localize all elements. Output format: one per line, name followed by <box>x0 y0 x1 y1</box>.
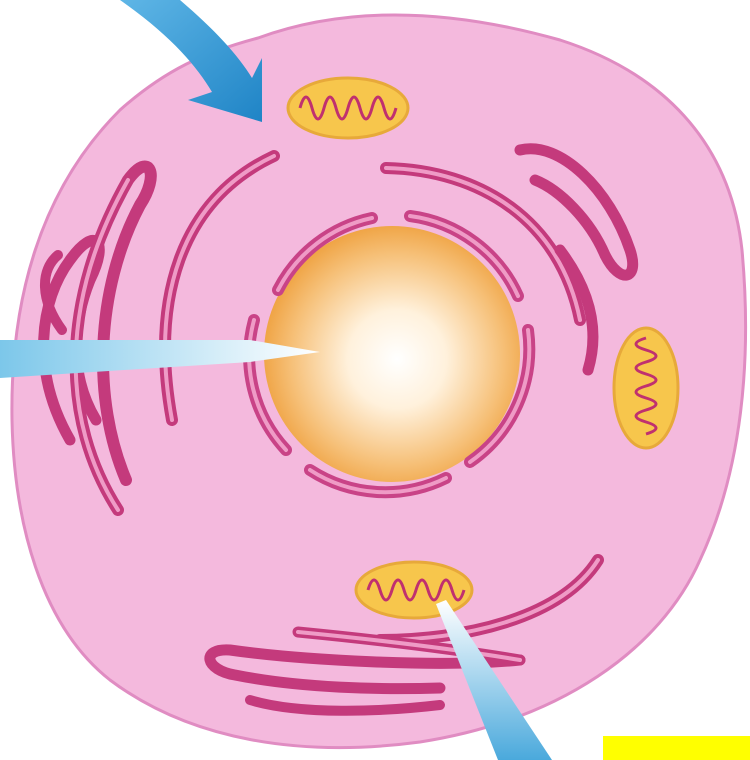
mitochondrion-icon <box>356 562 472 618</box>
label-box <box>603 736 750 760</box>
mitochondrion-icon <box>288 78 408 138</box>
mitochondrion-icon <box>614 328 678 448</box>
